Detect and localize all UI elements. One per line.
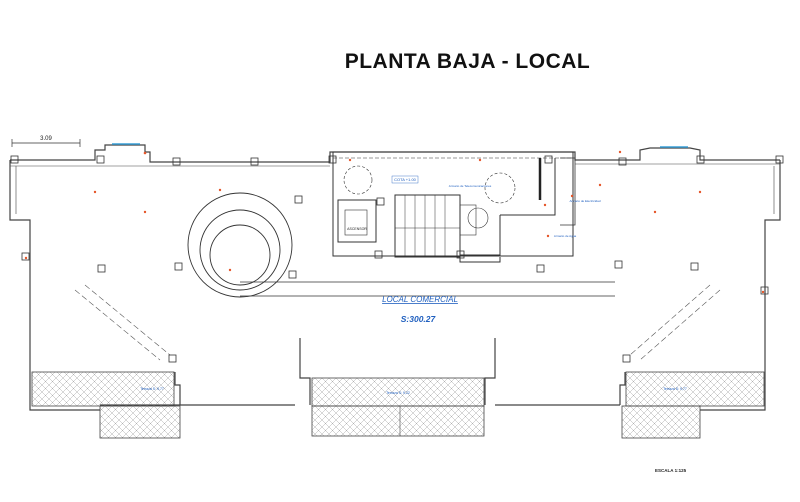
terrace-center: Terraza S: 9,22 (311, 377, 485, 437)
armario-low-label: Armario de Agua (554, 234, 577, 238)
windows (112, 143, 688, 148)
room-name: LOCAL COMERCIAL (382, 295, 458, 304)
elevator-label: ASCENSOR (347, 227, 367, 231)
core-box (391, 175, 419, 184)
terrace-left-label: Terraza S: 9,77 (140, 387, 164, 391)
central-core (332, 151, 576, 263)
fixture-markers (24, 150, 765, 294)
dimension-line: 3.09 (11, 136, 81, 147)
diagonal-walls (74, 284, 721, 361)
outer-walls (9, 144, 781, 411)
terrace-left: Terraza S: 9,77 (31, 371, 181, 439)
room-area: S:300.27 (401, 314, 437, 324)
plan-title: PLANTA BAJA - LOCAL (344, 50, 591, 73)
terrace-center-label: Terraza S: 9,22 (386, 391, 410, 395)
core-box-label: COTA +1.00 (394, 177, 417, 182)
terrace-right-label: Terraza S: 9,77 (663, 387, 687, 391)
armario-top-label: Armario de Telecomunicaciones (449, 184, 492, 188)
columns (10, 155, 784, 363)
floor-lines (240, 281, 615, 297)
armario-right-label: Armario de Electricidad (569, 199, 600, 203)
scale-label: ESCALA 1:125 (655, 468, 687, 473)
terrace-right: Terraza S: 9,77 (621, 371, 765, 439)
dimension-label: 3.09 (40, 136, 52, 142)
spiral-ramp (187, 192, 293, 298)
